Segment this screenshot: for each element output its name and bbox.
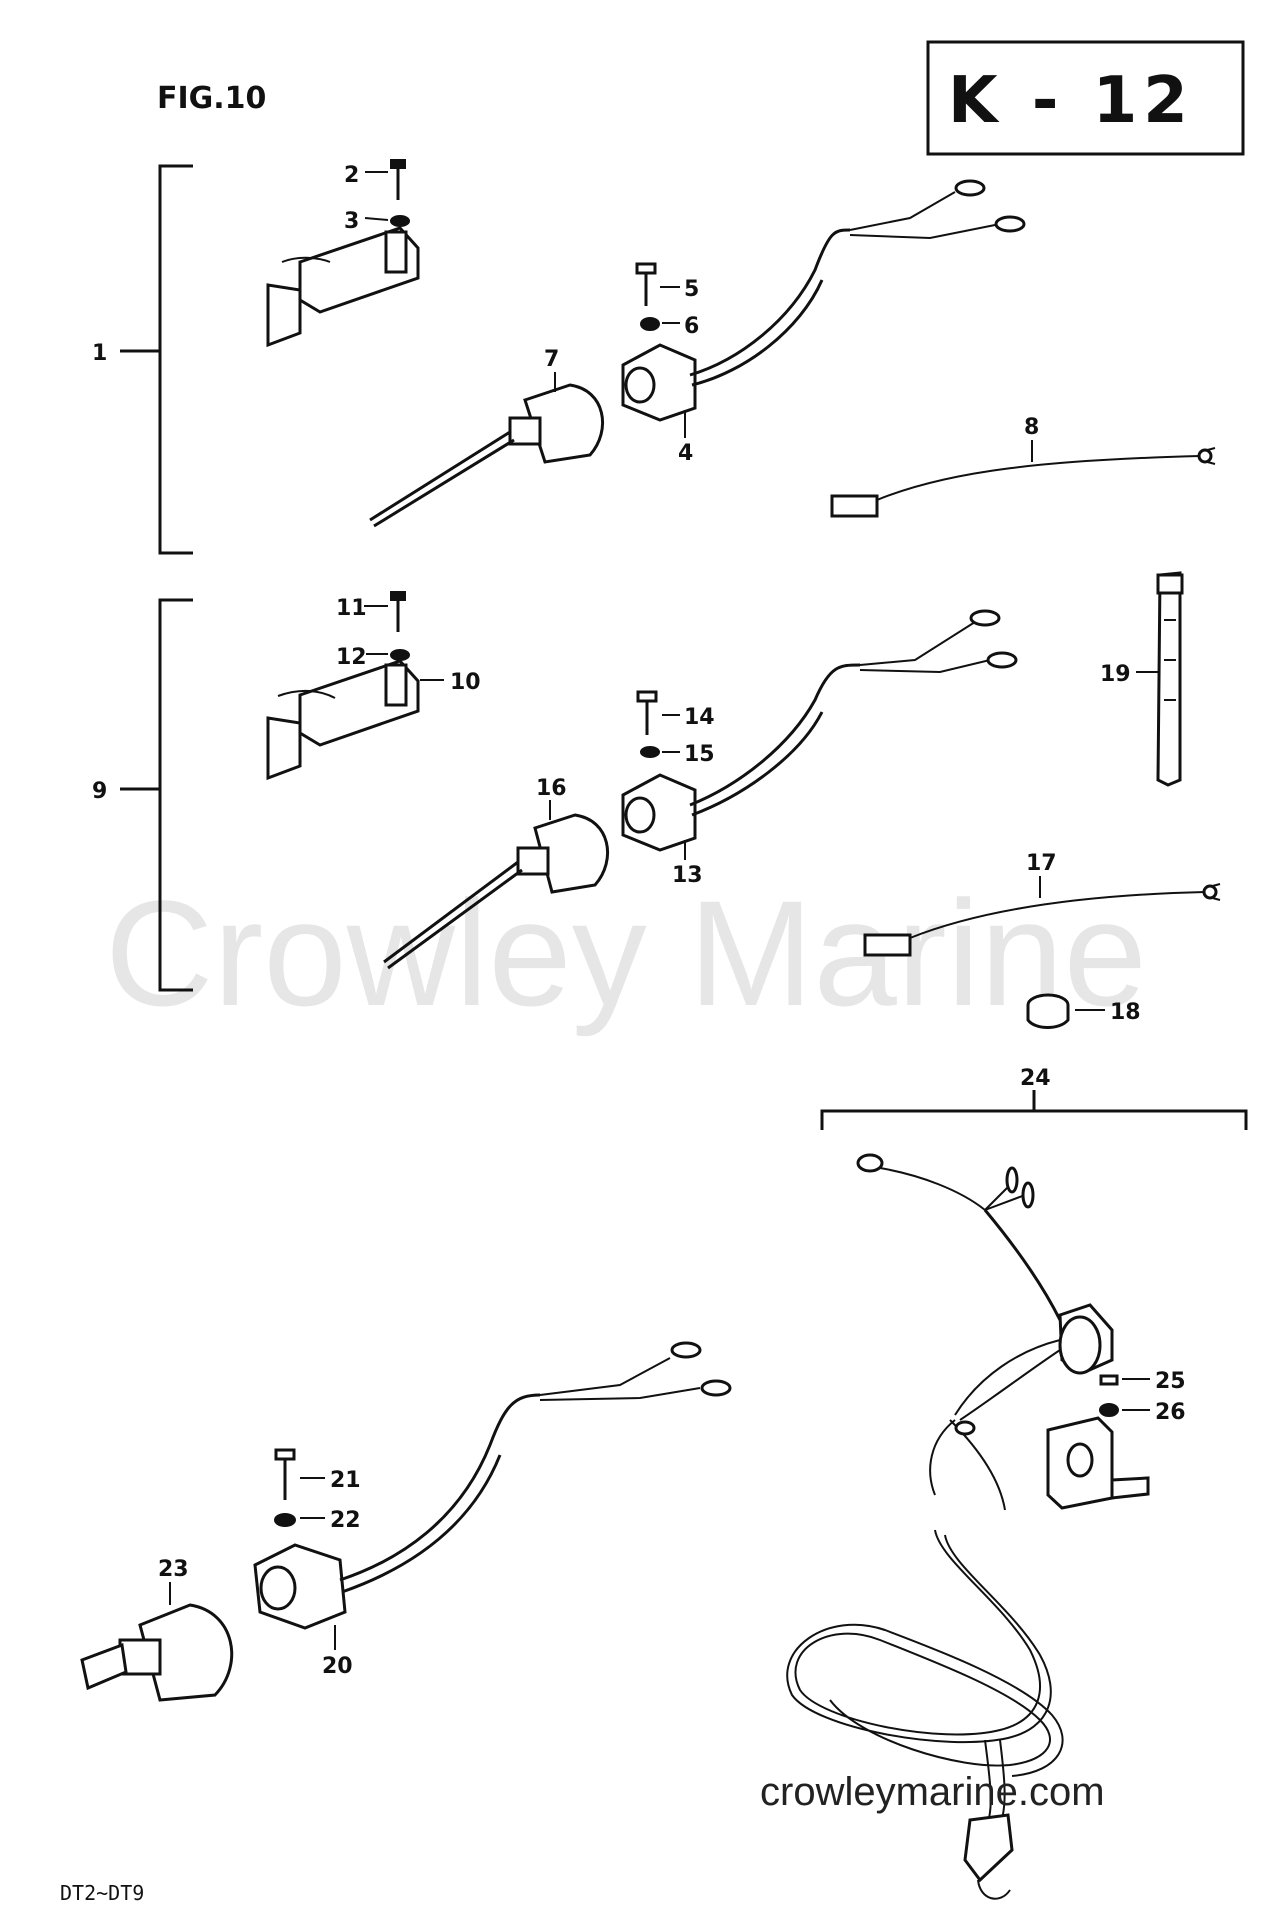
- bolt-part-14: [636, 690, 658, 735]
- callout-23: 23: [158, 1557, 189, 1582]
- callout-26: 26: [1155, 1400, 1186, 1425]
- callout-17: 17: [1026, 851, 1057, 876]
- washer-part-15: [640, 746, 660, 758]
- callout-25: 25: [1155, 1369, 1186, 1394]
- bolt-part-5: [635, 262, 657, 306]
- leader-3: [364, 217, 389, 221]
- lead-wire-part-8: [830, 447, 1216, 518]
- callout-21: 21: [330, 1468, 361, 1493]
- callout-14: 14: [684, 705, 715, 730]
- screw-part-25: [1099, 1374, 1119, 1386]
- group-24-bracket: [820, 1090, 1248, 1130]
- lead-wire-part-17: [863, 883, 1221, 957]
- socket-part-4: [621, 179, 1026, 422]
- callout-13: 13: [672, 863, 703, 888]
- callout-15: 15: [684, 742, 715, 767]
- tie-strap-part-19: [1156, 571, 1184, 787]
- bolt-part-2: [390, 159, 406, 200]
- bolt-part-11: [390, 591, 406, 632]
- callout-12: 12: [336, 645, 367, 670]
- grommet-part-18: [1026, 993, 1070, 1029]
- callout-8: 8: [1024, 415, 1039, 440]
- callout-22: 22: [330, 1508, 361, 1533]
- callout-16: 16: [536, 776, 567, 801]
- plug-part-7: [369, 383, 605, 528]
- model-range-label: DT2~DT9: [60, 1881, 144, 1905]
- callout-3: 3: [344, 209, 359, 234]
- plug-part-16: [383, 813, 610, 970]
- group-9-bracket: [120, 598, 193, 992]
- washer-part-6: [640, 317, 660, 331]
- washer-part-22: [274, 1513, 296, 1527]
- callout-18: 18: [1110, 1000, 1141, 1025]
- callout-10: 10: [450, 670, 481, 695]
- callout-4: 4: [678, 441, 693, 466]
- mounting-bracket-part-10: [266, 659, 420, 781]
- socket-part-20: [253, 1341, 732, 1630]
- bolt-part-21: [274, 1448, 296, 1500]
- emergency-stop-switch-part-24: [856, 1153, 1114, 1511]
- callout-19: 19: [1100, 662, 1131, 687]
- watermark-text: Crowley Marine: [105, 869, 1147, 1037]
- callout-20: 20: [322, 1654, 353, 1679]
- socket-part-13: [621, 609, 1018, 852]
- callout-7: 7: [544, 347, 559, 372]
- switch-bracket: [1046, 1416, 1150, 1510]
- callout-11: 11: [336, 596, 367, 621]
- callout-1: 1: [92, 341, 107, 366]
- section-code: K - 12: [948, 64, 1194, 138]
- mounting-bracket-1: [266, 226, 420, 348]
- figure-label: FIG.10: [157, 81, 266, 116]
- washer-part-12: [390, 649, 410, 661]
- section-code-box: K - 12: [926, 40, 1245, 156]
- washer-part-26: [1099, 1403, 1119, 1417]
- callout-9: 9: [92, 779, 107, 804]
- washer-part-3: [390, 215, 410, 227]
- callout-5: 5: [684, 277, 699, 302]
- group-1-bracket: [120, 164, 193, 555]
- website-watermark: crowleymarine.com: [760, 1770, 1105, 1814]
- lanyard-cord: [786, 1529, 1064, 1900]
- callout-24: 24: [1020, 1066, 1051, 1091]
- plug-part-23: [80, 1603, 234, 1702]
- callout-6: 6: [684, 314, 699, 339]
- callout-2: 2: [344, 163, 359, 188]
